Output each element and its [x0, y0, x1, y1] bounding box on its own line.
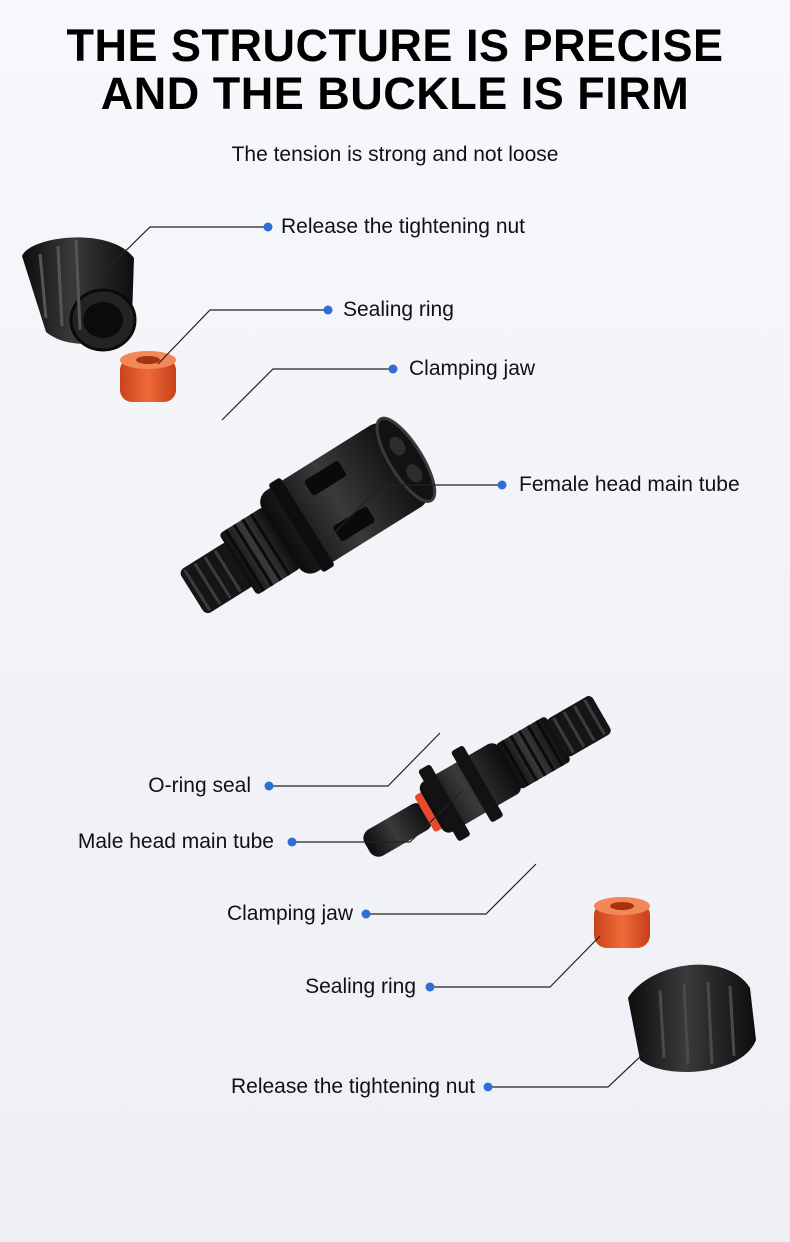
headline-line-1: THE STRUCTURE IS PRECISE: [66, 20, 724, 71]
dot-top-clamping-jaw: [388, 364, 398, 374]
leader-top-clamping-jaw: [221, 368, 393, 421]
male-tube-part: [363, 696, 611, 857]
bottom-sealing-ring-part: [594, 897, 650, 948]
label-o-ring: O-ring seal: [148, 774, 251, 797]
leader-bottom-nut: [488, 1037, 661, 1088]
label-bottom-nut: Release the tightening nut: [230, 1075, 475, 1098]
dot-bottom-clamping-jaw: [361, 909, 371, 919]
label-female-tube: Female head main tube: [519, 473, 740, 496]
dot-o-ring: [264, 781, 274, 791]
top-nut-part: [22, 237, 137, 352]
leader-female-tube: [331, 484, 502, 536]
headline: THE STRUCTURE IS PRECISE AND THE BUCKLE …: [0, 22, 790, 118]
dot-female-tube: [497, 480, 507, 490]
bottom-nut-part: [628, 964, 756, 1072]
label-bottom-sealing-ring: Sealing ring: [305, 975, 416, 998]
leader-o-ring: [269, 732, 441, 787]
label-top-sealing-ring: Sealing ring: [343, 298, 454, 321]
leader-top-sealing-ring: [157, 309, 328, 365]
callout-dots: [263, 222, 507, 1092]
female-tube-part: [180, 416, 437, 614]
label-male-tube: Male head main tube: [77, 830, 274, 853]
dot-top-nut: [263, 222, 273, 232]
dot-bottom-sealing-ring: [425, 982, 435, 992]
leader-male-tube: [292, 789, 464, 843]
leader-top-nut: [99, 226, 268, 277]
label-top-clamping-jaw: Clamping jaw: [409, 357, 536, 380]
dot-male-tube: [287, 837, 297, 847]
dot-bottom-nut: [483, 1082, 493, 1092]
leader-bottom-sealing-ring: [430, 935, 601, 988]
leader-bottom-clamping-jaw: [366, 863, 537, 915]
label-top-nut: Release the tightening nut: [281, 215, 526, 238]
label-bottom-clamping-jaw: Clamping jaw: [226, 902, 353, 925]
subheadline: The tension is strong and not loose: [231, 143, 559, 166]
leader-lines: [99, 226, 661, 1088]
top-sealing-ring-part: [120, 351, 176, 402]
dot-top-sealing-ring: [323, 305, 333, 315]
headline-line-2: AND THE BUCKLE IS FIRM: [100, 68, 690, 119]
